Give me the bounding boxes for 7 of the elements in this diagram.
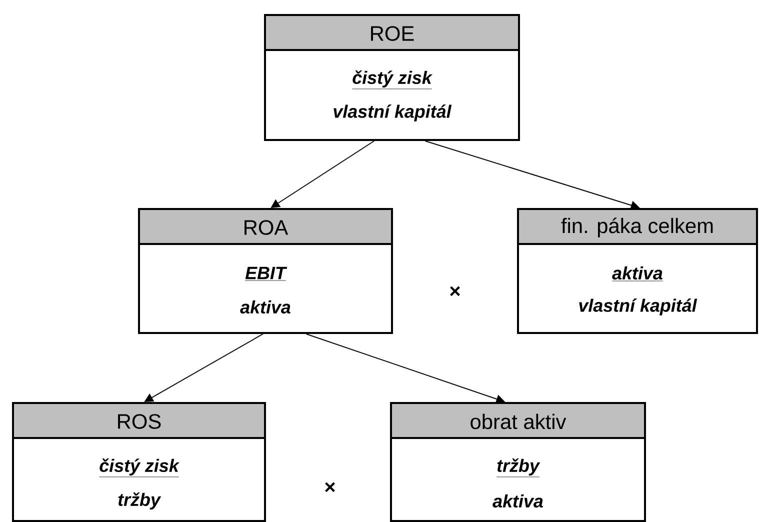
ratio-box: fin. páka celkem aktiva vlastní kapitál [517, 208, 758, 334]
ratio-box: ROE čistý zisk vlastní kapitál [264, 14, 520, 141]
multiplication-sign: × [325, 482, 335, 492]
ratio-box: ROA EBIT aktiva [138, 208, 393, 334]
ratio-box: ROS čistý zisk tržby [12, 402, 266, 522]
ratio-box: obrat aktiv tržby aktiva [390, 402, 646, 522]
multiplication-sign: × [450, 286, 460, 296]
